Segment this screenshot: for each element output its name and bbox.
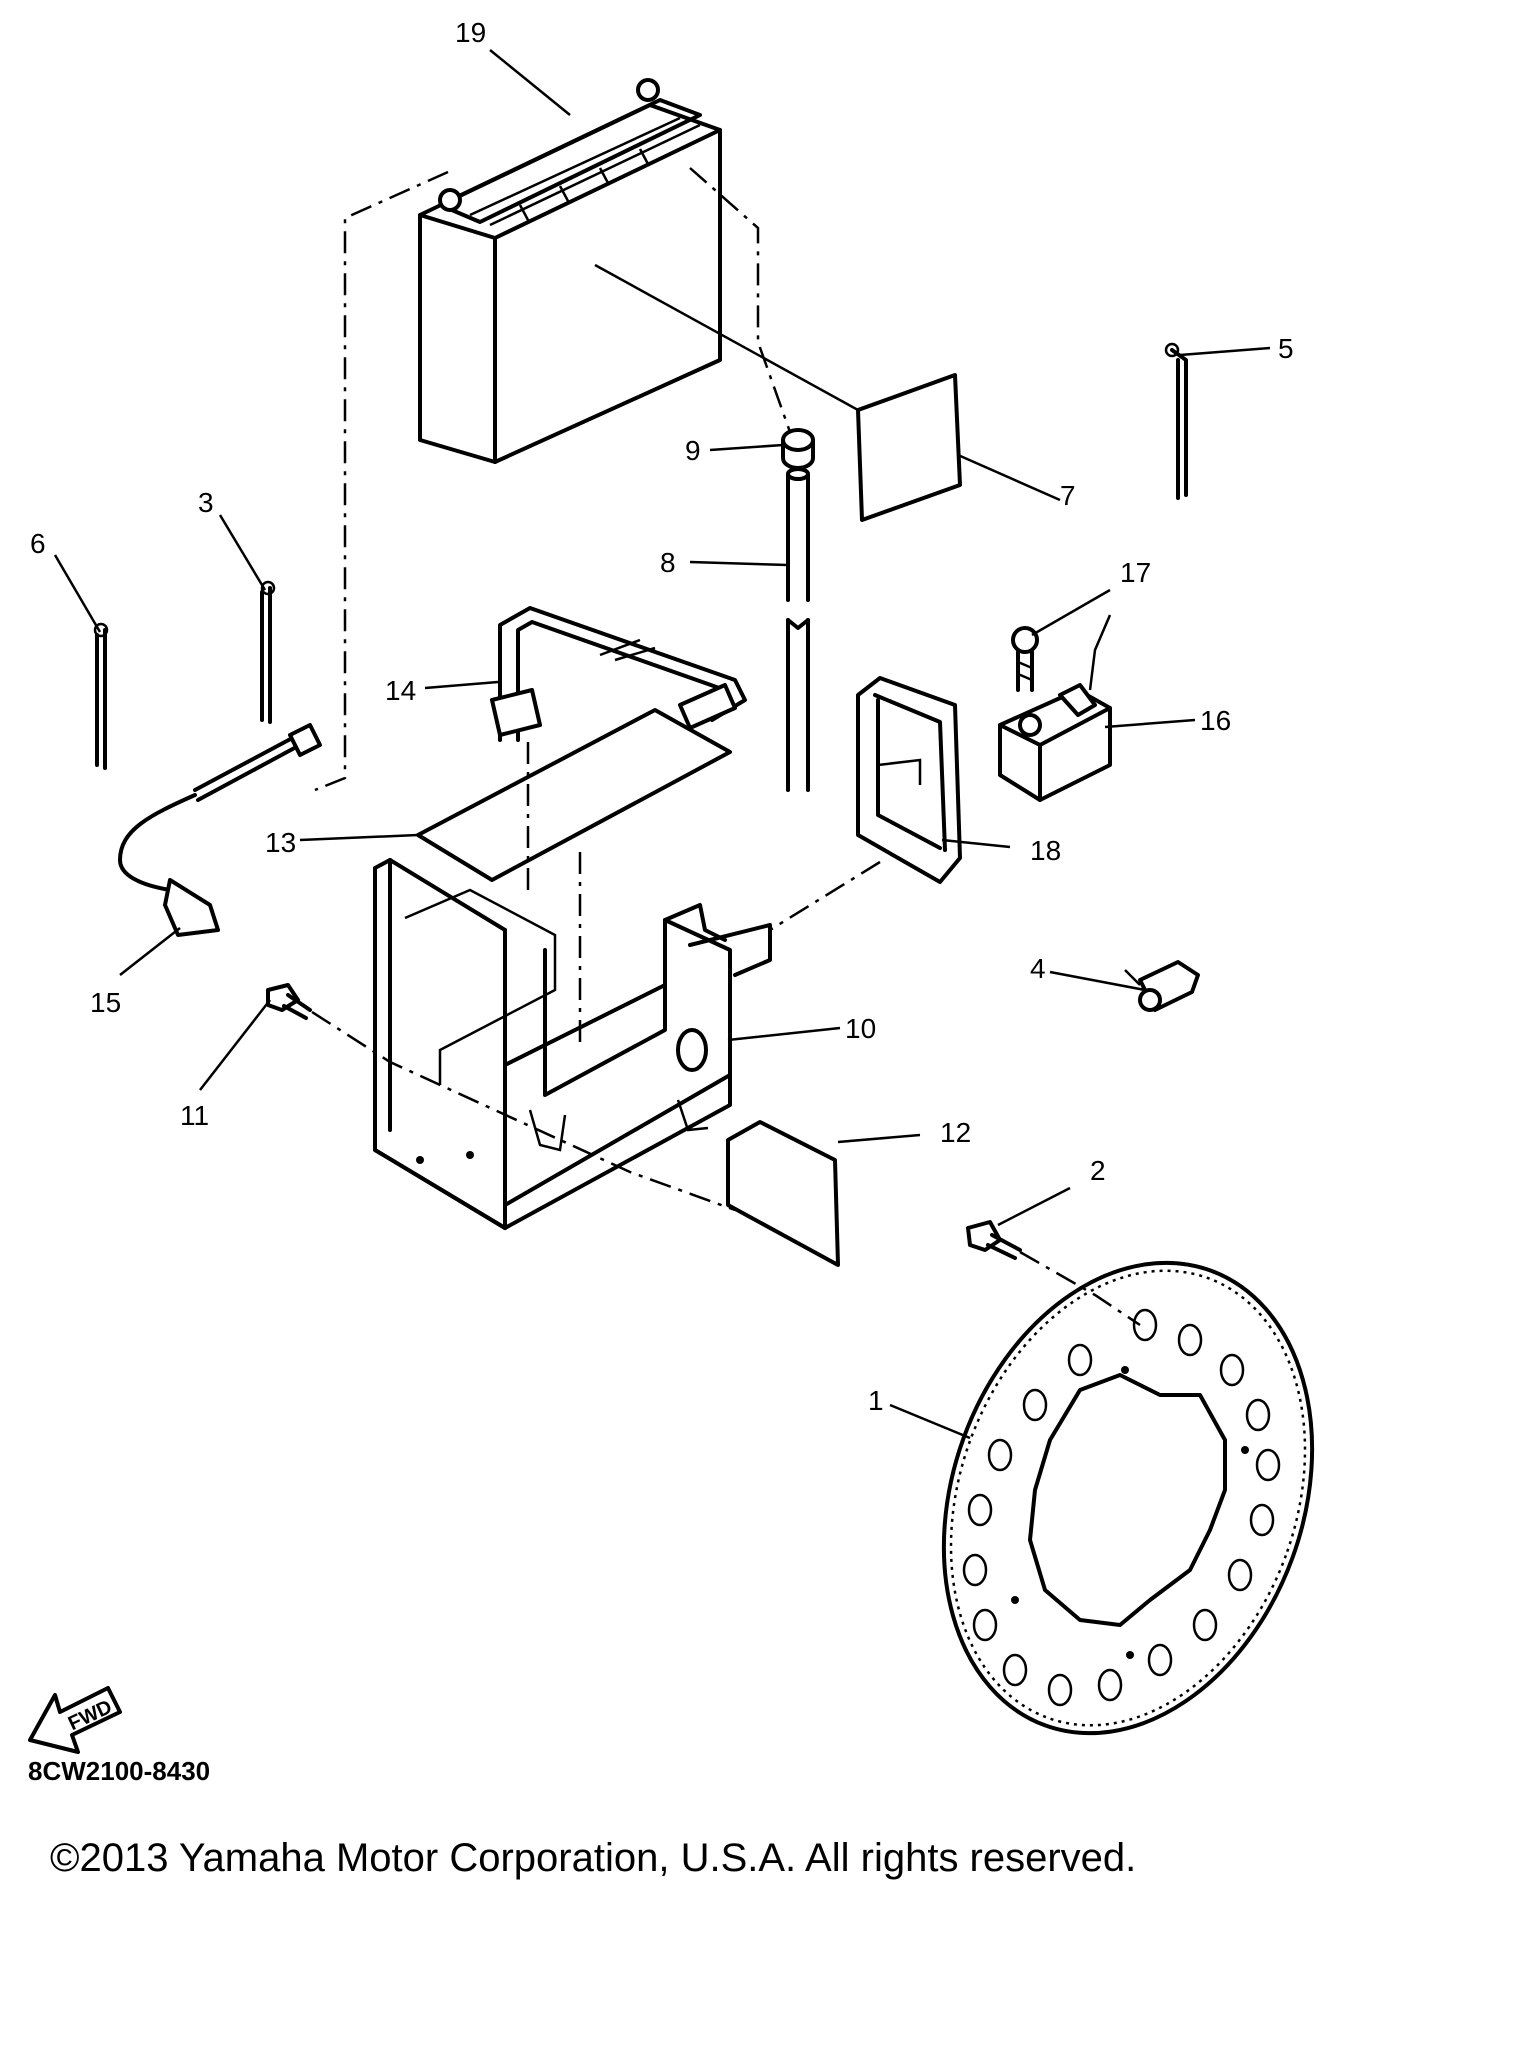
bolt-part-11 bbox=[266, 983, 312, 1020]
callout-2: 2 bbox=[1090, 1155, 1106, 1186]
callout-8: 8 bbox=[660, 547, 676, 578]
callout-13: 13 bbox=[265, 827, 296, 858]
callout-3: 3 bbox=[198, 487, 214, 518]
plate-part-12 bbox=[726, 1120, 840, 1267]
clamp-part-9 bbox=[781, 428, 815, 470]
battery-sheet-part-13 bbox=[416, 708, 732, 882]
callout-10: 10 bbox=[845, 1013, 876, 1044]
callout-19: 19 bbox=[455, 17, 486, 48]
callout-9: 9 bbox=[685, 435, 701, 466]
callout-15: 15 bbox=[90, 987, 121, 1018]
battery-band-part-14 bbox=[490, 606, 747, 742]
callout-7: 7 bbox=[1060, 480, 1076, 511]
callout-4: 4 bbox=[1030, 953, 1046, 984]
screw-part-17 bbox=[1011, 626, 1039, 692]
callout-5: 5 bbox=[1278, 333, 1294, 364]
callout-16: 16 bbox=[1200, 705, 1231, 736]
cover-part-18 bbox=[856, 676, 962, 884]
copyright-notice: ©2013 Yamaha Motor Corporation, U.S.A. A… bbox=[50, 1836, 1137, 1880]
battery-pad-part-7 bbox=[856, 373, 962, 522]
band-part-5 bbox=[1164, 342, 1188, 500]
callout-18: 18 bbox=[1030, 835, 1061, 866]
callout-6: 6 bbox=[30, 528, 46, 559]
clip-part-4 bbox=[1138, 960, 1200, 1012]
starter-relay-part-16 bbox=[998, 614, 1112, 802]
leader-lines bbox=[53, 49, 1271, 1440]
band-part-6 bbox=[93, 622, 109, 770]
battery-part-19 bbox=[418, 78, 722, 464]
callout-17: 17 bbox=[1120, 557, 1151, 588]
callout-12: 12 bbox=[940, 1117, 971, 1148]
callout-11: 11 bbox=[180, 1100, 209, 1131]
callout-14: 14 bbox=[385, 675, 416, 706]
assembly-lines bbox=[311, 167, 1141, 1327]
fwd-arrow-icon: FWD bbox=[28, 1686, 122, 1754]
drawing-code: 8CW2100-8430 bbox=[28, 1756, 211, 1786]
ring-gear-part-1 bbox=[941, 1260, 1315, 1736]
battery-box-part-10 bbox=[373, 858, 772, 1230]
bolt-part-2 bbox=[966, 1220, 1022, 1260]
band-part-3 bbox=[260, 580, 276, 724]
callout-numbers: 19 5 9 7 3 6 8 17 14 16 13 18 4 15 10 11… bbox=[30, 17, 1294, 1416]
breather-hose-part-8 bbox=[786, 467, 810, 792]
lead-wire-part-15 bbox=[118, 723, 322, 937]
callout-1: 1 bbox=[868, 1385, 884, 1416]
